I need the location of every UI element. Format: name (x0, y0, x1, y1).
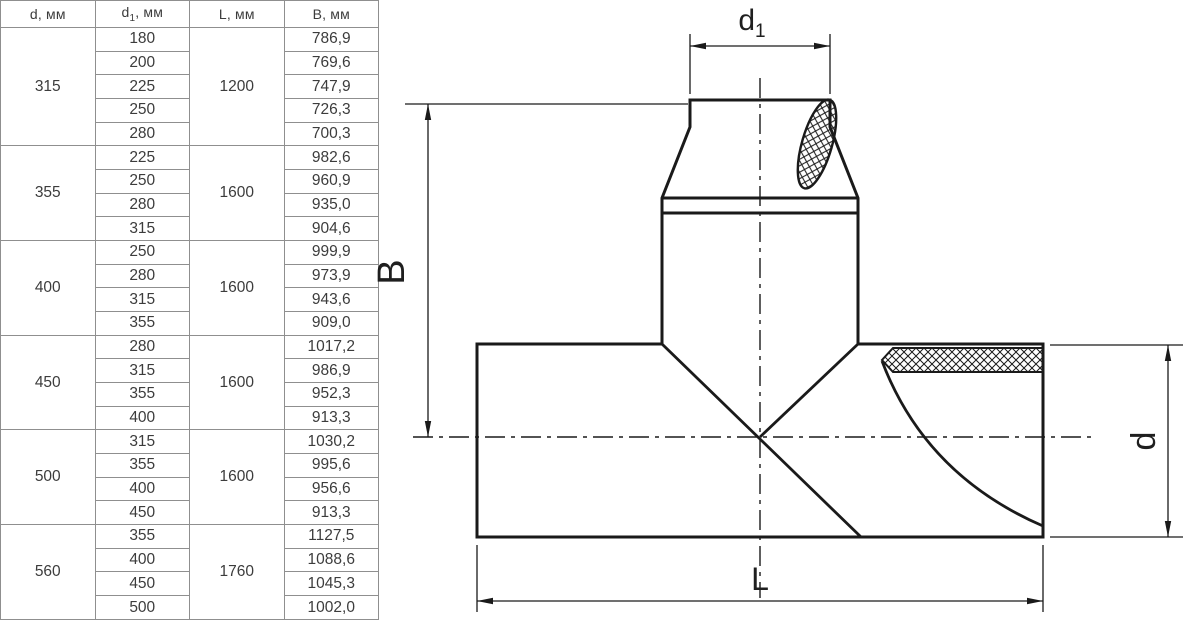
table-row: 225 747,9 (1, 74, 379, 100)
header-d1-subscript: 1 (129, 12, 136, 24)
cell-B: 726,3 (283, 98, 379, 123)
cell-B: 913,3 (283, 500, 379, 526)
header-d1-main: d (121, 4, 130, 21)
cell-B: 786,9 (283, 27, 379, 52)
cell-B: 913,3 (283, 405, 379, 431)
table-row: 280 700,3 (1, 121, 379, 147)
cell-L: 1600 (189, 240, 285, 336)
d1-dimension-label: d1 (738, 4, 765, 42)
cell-B: 1030,2 (283, 429, 379, 455)
header-B-label: B, мм (312, 6, 350, 22)
cell-d1: 315 (94, 429, 190, 455)
cell-d: 400 (0, 240, 96, 336)
cell-B: 1088,6 (283, 547, 379, 573)
table-row: 450 1045,3 (1, 571, 379, 597)
table-row: 400 1088,6 (1, 547, 379, 573)
table-row: 250 960,9 (1, 169, 379, 194)
cell-L: 1760 (189, 524, 285, 620)
cell-B: 769,6 (283, 50, 379, 76)
header-d-label: d, мм (29, 6, 66, 22)
header-d1-unit: , мм (135, 4, 164, 21)
table-row: 450 913,3 (1, 500, 379, 526)
cell-B: 700,3 (283, 121, 379, 147)
cell-B: 982,6 (283, 145, 379, 171)
header-d1: d1, мм (94, 0, 190, 28)
cell-d1: 355 (94, 311, 190, 336)
cell-B: 1017,2 (283, 334, 379, 360)
cell-B: 1045,3 (283, 571, 379, 597)
d-dimension-label: d (1125, 432, 1163, 451)
weld-hatch-main (880, 347, 1044, 373)
table-row: 500 1002,0 (1, 595, 379, 620)
header-d: d, мм (0, 0, 96, 28)
cell-d: 315 (0, 26, 96, 147)
cell-d1: 250 (94, 240, 190, 265)
cell-L: 1600 (189, 429, 285, 526)
cell-d1: 200 (94, 50, 190, 76)
cell-d1: 450 (94, 571, 190, 597)
cell-B: 952,3 (283, 382, 379, 407)
cut-diagonal-left (661, 342, 862, 539)
L-dimension-label: L (751, 561, 769, 597)
d1-label-main: d (738, 4, 755, 37)
saddle-cut-curve (880, 360, 1044, 528)
table-row: 355 952,3 (1, 382, 379, 407)
cell-d1: 400 (94, 547, 190, 573)
table-row: 200 769,6 (1, 50, 379, 76)
cell-d1: 280 (94, 334, 190, 360)
spec-table-head: d, мм d1, мм L, мм B, мм (0, 0, 379, 28)
cell-d1: 280 (94, 192, 190, 218)
cell-d1: 450 (94, 500, 190, 526)
cell-d1: 225 (94, 74, 190, 100)
cell-d1: 180 (94, 27, 190, 52)
B-dimension-label: B (371, 259, 413, 284)
cell-d1: 500 (94, 595, 190, 620)
cell-d1: 280 (94, 121, 190, 147)
cut-diagonal-right (759, 342, 859, 439)
cell-B: 747,9 (283, 74, 379, 100)
d1-label-subscript: 1 (755, 21, 766, 42)
table-row: 250 726,3 (1, 98, 379, 123)
cell-d1: 250 (94, 169, 190, 194)
cell-B: 1002,0 (283, 595, 379, 620)
cell-d1: 315 (94, 287, 190, 313)
cell-d: 560 (0, 524, 96, 620)
cell-L: 1600 (189, 145, 285, 242)
cell-d1: 250 (94, 98, 190, 123)
header-row: d, мм d1, мм L, мм B, мм (0, 0, 379, 28)
cell-d: 500 (0, 429, 96, 526)
cell-L: 1200 (189, 26, 285, 147)
cell-d1: 355 (94, 382, 190, 407)
header-L-label: L, мм (218, 6, 255, 22)
cell-B: 999,9 (283, 240, 379, 265)
weld-hatch-branch (796, 98, 838, 190)
header-B: B, мм (283, 0, 379, 28)
cell-B: 960,9 (283, 169, 379, 194)
cell-d: 355 (0, 145, 96, 242)
